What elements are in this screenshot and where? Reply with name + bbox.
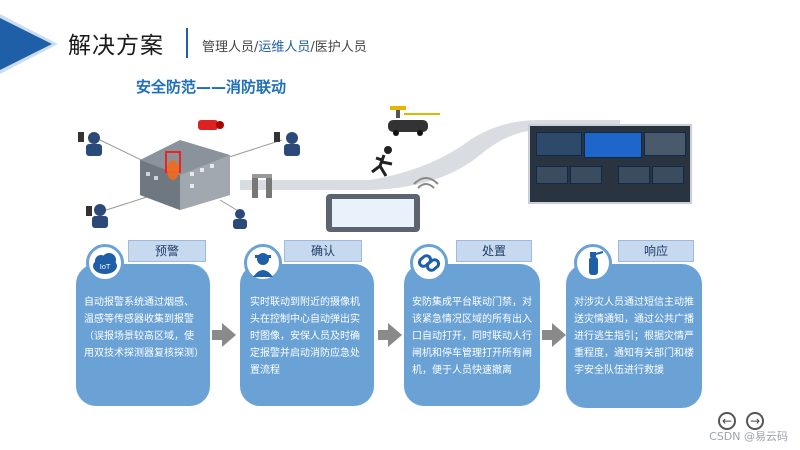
flow-arrow-1-body xyxy=(212,330,222,340)
staff-person-icon-4 xyxy=(233,209,247,229)
section-subtitle: 安全防范——消防联动 xyxy=(136,78,287,96)
step-card-handle: 安防集成平台联动门禁，对该紧急情况区域的所有出入口自动打开，同时联动人行闸机和停… xyxy=(404,264,540,406)
iot-cloud-icon: IoT xyxy=(86,244,124,282)
title-divider xyxy=(186,28,188,58)
step-tag-warning: 预警 xyxy=(128,240,206,262)
breadcrumb-item-medical[interactable]: /医护人员 xyxy=(310,40,367,55)
running-person-icon xyxy=(371,146,393,177)
monitor-screen-5 xyxy=(570,166,602,184)
wireless-signal-icon xyxy=(413,177,439,189)
connector-line-3 xyxy=(99,195,151,213)
car-icon xyxy=(388,120,428,136)
flow-arrow-3 xyxy=(552,323,566,347)
flow-arrow-2 xyxy=(388,323,402,347)
link-chain-icon xyxy=(410,244,448,282)
monitor-screen-6 xyxy=(618,166,650,184)
control-center-monitor-wall xyxy=(528,124,692,204)
monitor-screen-2 xyxy=(584,132,642,158)
monitor-screen-4 xyxy=(536,166,568,184)
header-triangle xyxy=(0,18,52,70)
phone-alert-screen xyxy=(332,199,414,227)
step-tag-handle: 处置 xyxy=(456,240,532,262)
step-tag-respond: 响应 xyxy=(618,240,694,262)
staff-person-icon-3 xyxy=(86,204,108,228)
page-title: 解决方案 xyxy=(68,33,164,59)
turnstile-gate-icon xyxy=(252,174,272,198)
flow-arrow-1 xyxy=(222,323,236,347)
connector-line-2 xyxy=(219,139,283,161)
step-card-confirm: 实时联动到附近的摄像机头在控制中心自动弹出实时图像，安保人员及时确定报警并启动消… xyxy=(240,264,374,406)
next-page-button[interactable]: → xyxy=(746,412,764,430)
camera-icon xyxy=(198,120,224,130)
svg-text:IoT: IoT xyxy=(100,263,111,271)
step-tag-confirm: 确认 xyxy=(284,240,362,262)
monitor-screen-7 xyxy=(652,166,684,184)
breadcrumb-item-manager[interactable]: 管理人员/ xyxy=(202,40,259,55)
fire-extinguisher-icon xyxy=(574,244,612,282)
parking-barrier-icon xyxy=(390,106,440,118)
breadcrumb-item-ops[interactable]: 运维人员 xyxy=(258,40,311,55)
staff-person-icon-1 xyxy=(78,132,102,156)
scenario-illustration xyxy=(78,106,620,229)
flow-arrow-3-body xyxy=(542,330,552,340)
building-icon xyxy=(140,140,230,210)
monitor-screen-3 xyxy=(644,132,686,156)
security-guard-icon xyxy=(244,244,282,282)
connector-line-4 xyxy=(219,199,241,213)
watermark: CSDN @易云码 xyxy=(709,430,788,443)
flow-arrow-2-body xyxy=(378,330,388,340)
breadcrumb: 管理人员/运维人员/医护人员 xyxy=(202,36,367,55)
monitor-screen-1 xyxy=(536,132,582,156)
prev-page-button[interactable]: ← xyxy=(718,412,736,430)
phone-alert-device xyxy=(326,194,420,232)
step-card-warning: 自动报警系统通过烟感、温感等传感器收集到报警（误报场景较高区域，使用双技术探测器… xyxy=(76,264,210,406)
step-card-respond: 对涉灾人员通过短信主动推送灾情通知，通过公共广播进行逃生指引；根据灾情严重程度，… xyxy=(566,264,702,408)
staff-person-icon-2 xyxy=(274,132,300,156)
